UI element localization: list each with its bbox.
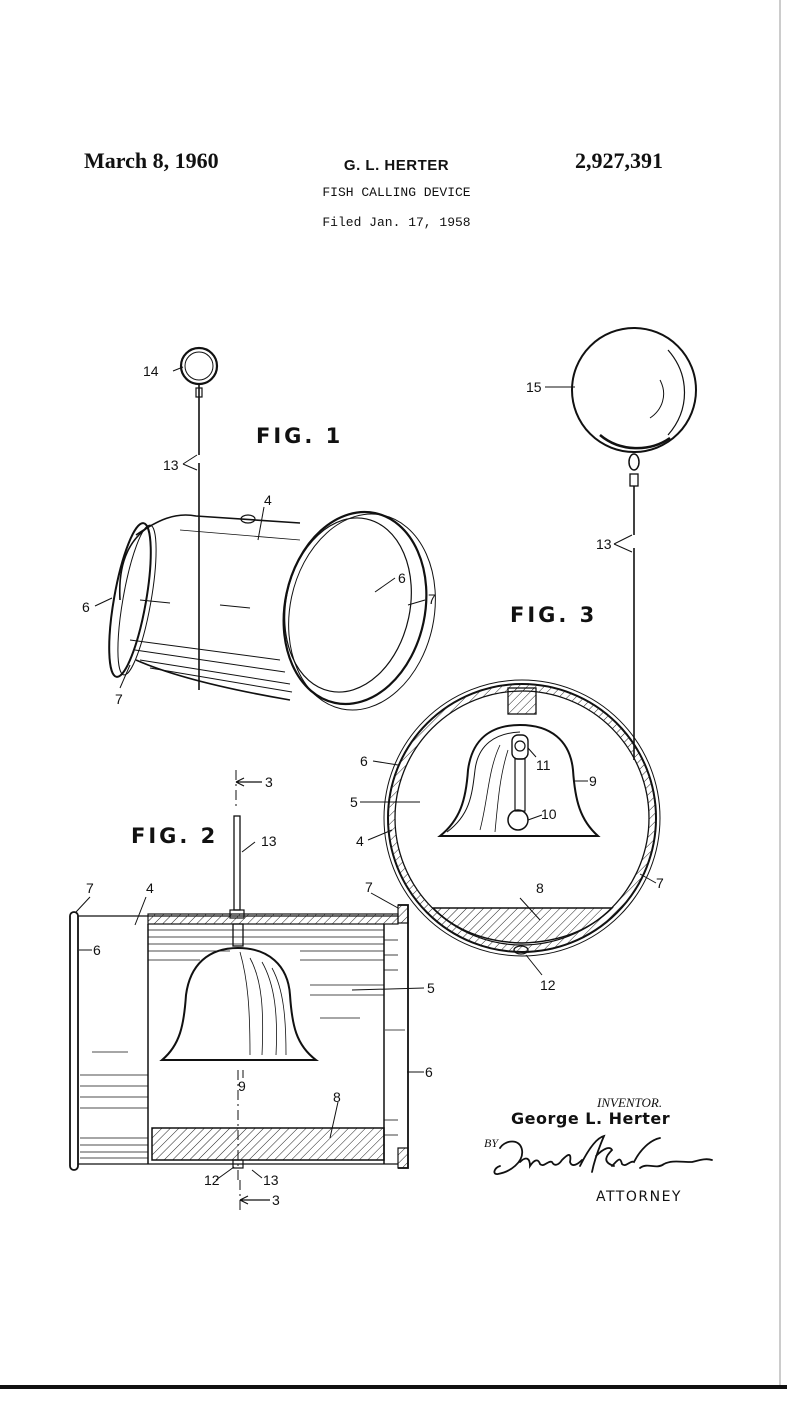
ref-14: 14 [143,363,159,379]
ref-4-fig1: 4 [264,492,272,508]
patent-date: March 8, 1960 [84,148,219,173]
inventor-name: George L. Herter [511,1109,671,1128]
fig1-drawing [94,346,436,711]
ref-11: 11 [536,757,551,773]
inventor-label: INVENTOR. [597,1095,663,1110]
page-edge [779,0,781,1385]
ref-5-fig3: 5 [350,794,358,810]
ref-13-fig2-top: 13 [261,833,277,849]
ref-8-fig2: 8 [333,1089,341,1105]
ref-6-fig1-left: 6 [82,599,90,615]
ref-5-fig2: 5 [427,980,435,996]
ref-6-fig2-left: 6 [93,942,101,958]
ref-9-fig2: 9 [238,1078,246,1094]
fig3-label: FIG. 3 [510,603,597,627]
patent-number: 2,927,391 [575,148,663,173]
fig2-label: FIG. 2 [131,824,218,848]
by-label: BY [484,1136,499,1150]
ref-13-fig1: 13 [163,457,179,473]
ref-7-fig1-right: 7 [428,591,436,607]
fig2-drawing [69,770,425,1210]
ref-13-fig3: 13 [596,536,612,552]
ref-12-fig3: 12 [540,977,556,993]
ref-7-fig1-left: 7 [115,691,123,707]
ref-13-fig2-bottom: 13 [263,1172,279,1188]
patent-title: FISH CALLING DEVICE [322,185,471,200]
ref-10: 10 [541,806,557,822]
ref-9-fig3: 9 [589,773,597,789]
ref-8-fig3: 8 [536,880,544,896]
ref-3-top: 3 [265,774,273,790]
fig3-drawing [360,327,697,976]
ref-4-fig2: 4 [146,880,154,896]
inventor-header: G. L. HERTER [343,157,450,174]
attorney-signature [493,1134,713,1175]
ref-7-fig2-left: 7 [86,880,94,896]
ref-6-fig2-right: 6 [425,1064,433,1080]
ref-6-fig3: 6 [360,753,368,769]
ref-15: 15 [526,379,542,395]
ref-3-bottom: 3 [272,1192,280,1208]
attorney-label: ATTORNEY [596,1189,682,1205]
bottom-rule [0,1385,787,1389]
fig1-label: FIG. 1 [256,424,343,448]
ref-7-fig3: 7 [656,875,664,891]
ref-6-fig1-right: 6 [398,570,406,586]
ref-4-fig3: 4 [356,833,364,849]
filing-date: Filed Jan. 17, 1958 [322,215,471,230]
ref-12-fig2: 12 [204,1172,220,1188]
ref-7-fig2-right: 7 [365,879,373,895]
